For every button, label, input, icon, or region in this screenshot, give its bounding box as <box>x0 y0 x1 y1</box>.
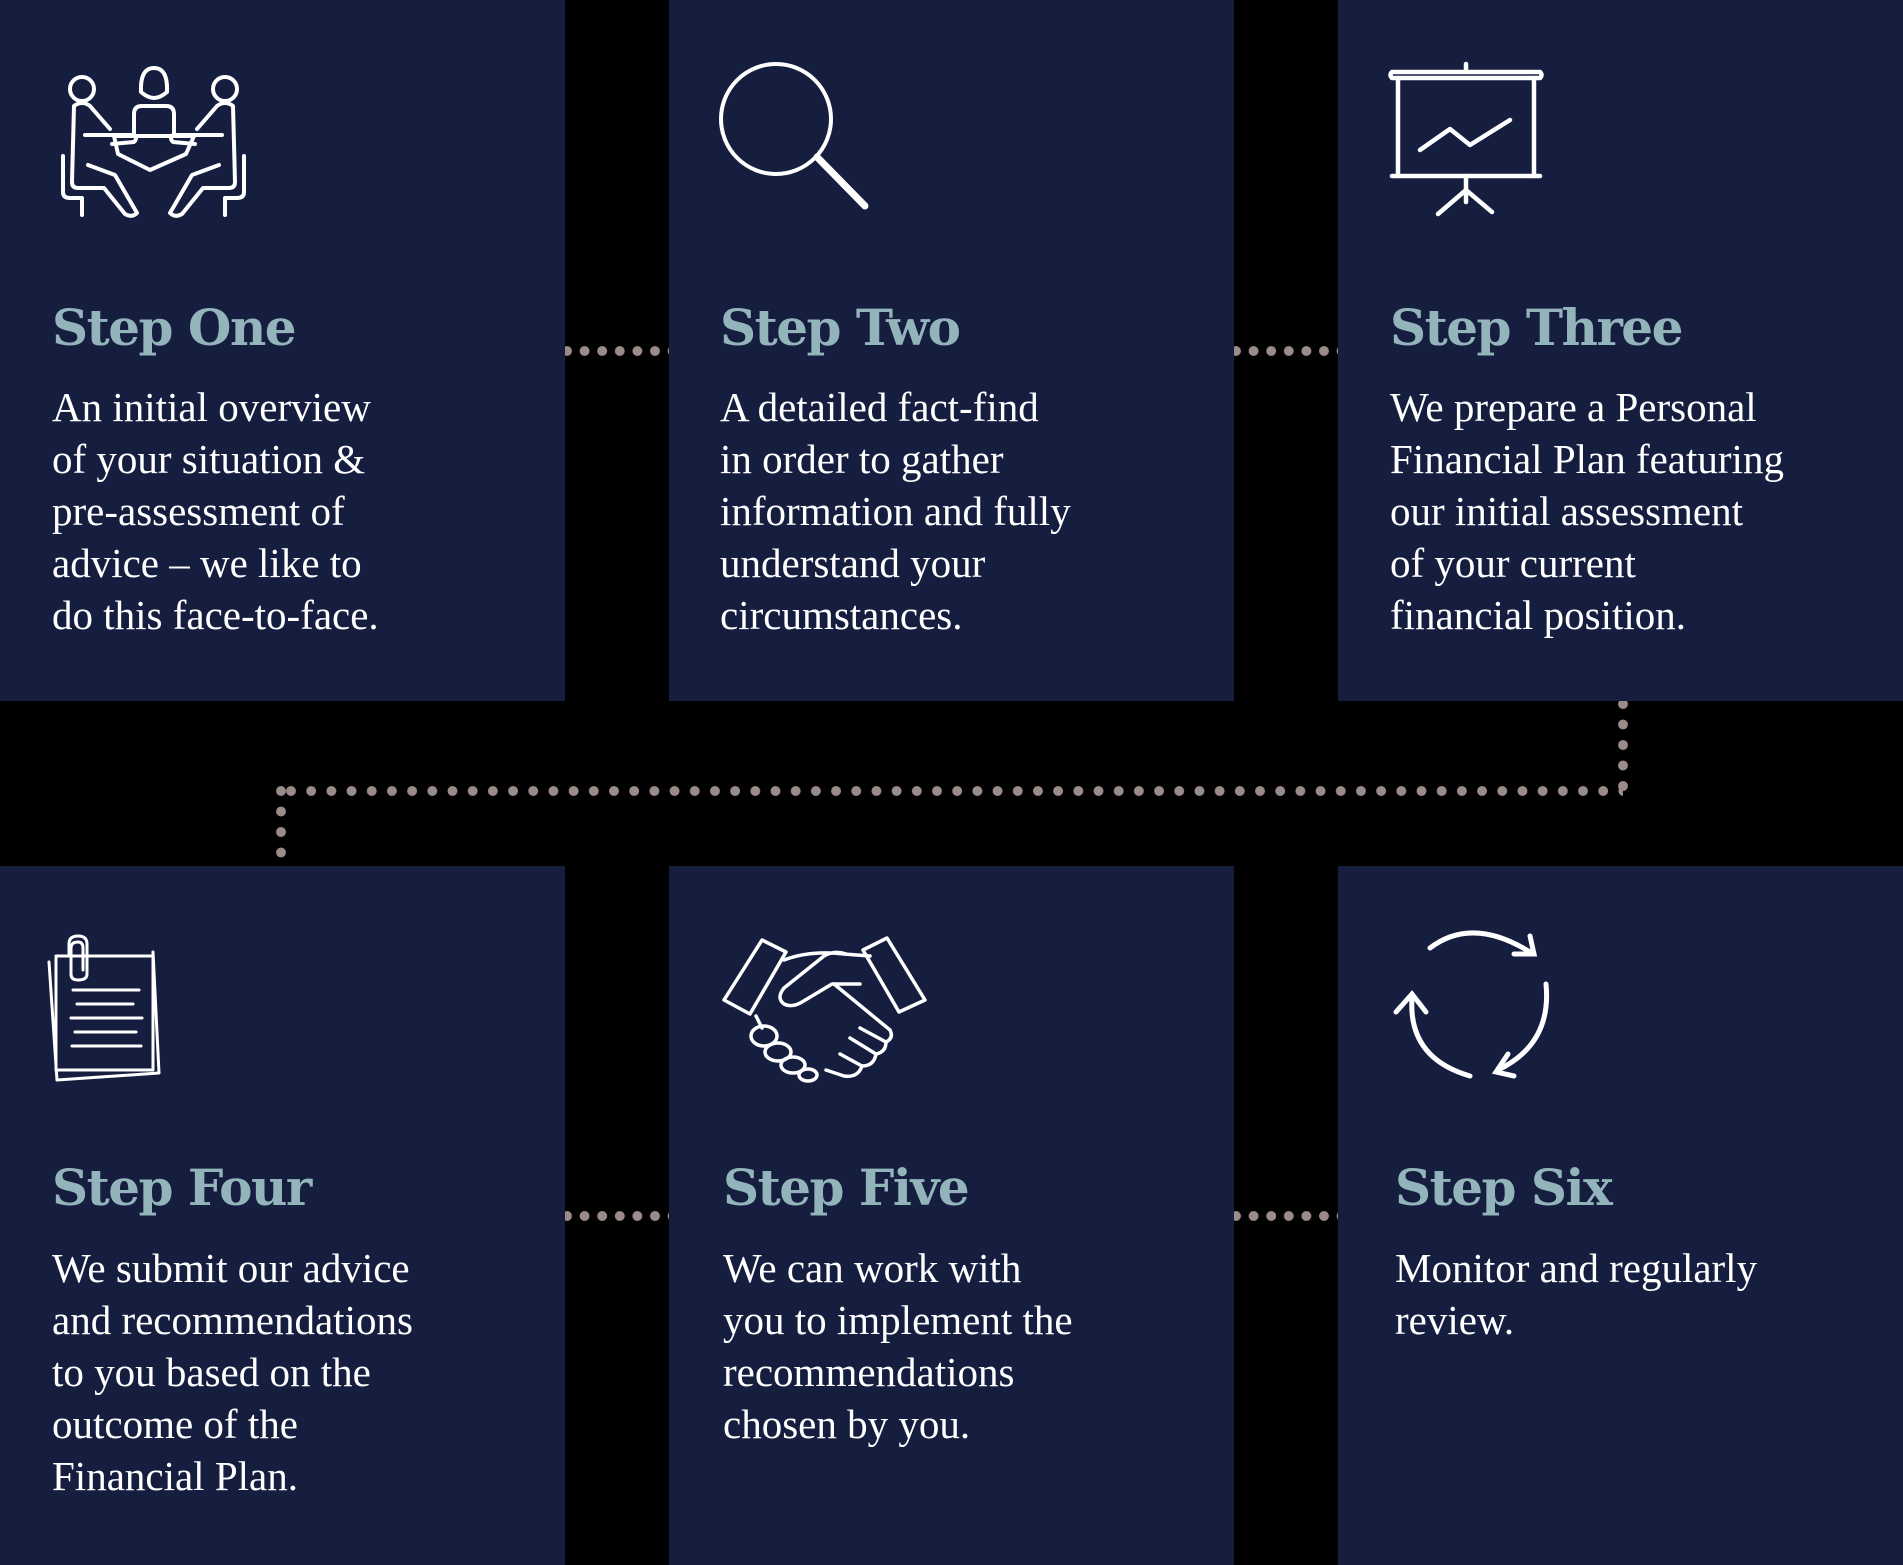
connector-step2-step3 <box>1231 346 1341 356</box>
connector-step5-step6 <box>1231 1211 1341 1221</box>
description-line: of your current <box>1390 540 1636 586</box>
description-line: Monitor and regularly <box>1395 1245 1758 1291</box>
description-line: Financial Plan. <box>52 1453 298 1499</box>
description-line: in order to gather <box>720 436 1004 482</box>
description-line: information and fully <box>720 488 1071 534</box>
connector-step3-down <box>1618 699 1628 791</box>
description-line: An initial overview <box>52 384 371 430</box>
description-line: and recommendations <box>52 1297 413 1343</box>
step-title: Step One <box>52 298 297 357</box>
connector-row-transition <box>286 786 1623 796</box>
description-line: do this face-to-face. <box>52 592 379 638</box>
description-line: pre-assessment of <box>52 488 345 534</box>
connector-step4-up <box>276 786 286 868</box>
step-title: Step Two <box>720 298 961 357</box>
description-line: advice – we like to <box>52 540 362 586</box>
description-line: understand your <box>720 540 986 586</box>
description-line: of your situation & <box>52 436 366 482</box>
description-line: you to implement the <box>723 1297 1073 1343</box>
description-line: to you based on the <box>52 1349 371 1395</box>
description-line: A detailed fact-find <box>720 384 1039 430</box>
step-title: Step Six <box>1395 1158 1613 1217</box>
step-description: We can work with you to implement the re… <box>723 1242 1073 1450</box>
description-line: We prepare a Personal <box>1390 384 1757 430</box>
step-card-two: Step Two A detailed fact-find in order t… <box>669 0 1234 701</box>
description-line: outcome of the <box>52 1401 298 1447</box>
step-description: Monitor and regularly review. <box>1395 1242 1757 1346</box>
step-title: Step Four <box>52 1158 312 1217</box>
step-title: Step Five <box>723 1158 970 1217</box>
step-description: A detailed fact-find in order to gather … <box>720 381 1071 641</box>
step-description: We prepare a Personal Financial Plan fea… <box>1390 381 1784 641</box>
magnifying-glass-icon <box>719 62 874 217</box>
description-line: circumstances. <box>720 592 963 638</box>
documents-paperclip-icon <box>47 934 165 1084</box>
description-line: We submit our advice <box>52 1245 410 1291</box>
handshake-icon <box>722 932 927 1083</box>
step-title: Step Three <box>1390 298 1683 357</box>
step-description: We submit our advice and recommendations… <box>52 1242 413 1502</box>
presentation-chart-icon <box>1388 61 1548 217</box>
description-line: review. <box>1395 1297 1515 1343</box>
description-line: our initial assessment <box>1390 488 1744 534</box>
description-line: chosen by you. <box>723 1401 971 1447</box>
step-card-five: Step Five We can work with you to implem… <box>669 866 1234 1565</box>
step-card-three: Step Three We prepare a Personal Financi… <box>1338 0 1903 701</box>
step-card-six: Step Six Monitor and regularly review. <box>1338 866 1903 1565</box>
description-line: We can work with <box>723 1245 1022 1291</box>
description-line: Financial Plan featuring <box>1390 436 1784 482</box>
step-card-four: Step Four We submit our advice and recom… <box>0 866 565 1565</box>
meeting-icon <box>52 62 257 218</box>
description-line: financial position. <box>1390 592 1687 638</box>
connector-step4-step5 <box>562 1211 672 1221</box>
connector-step1-step2 <box>562 346 672 356</box>
step-card-one: Step One An initial overview of your sit… <box>0 0 565 701</box>
step-description: An initial overview of your situation & … <box>52 381 379 641</box>
cycle-arrows-icon <box>1390 926 1555 1086</box>
description-line: recommendations <box>723 1349 1015 1395</box>
